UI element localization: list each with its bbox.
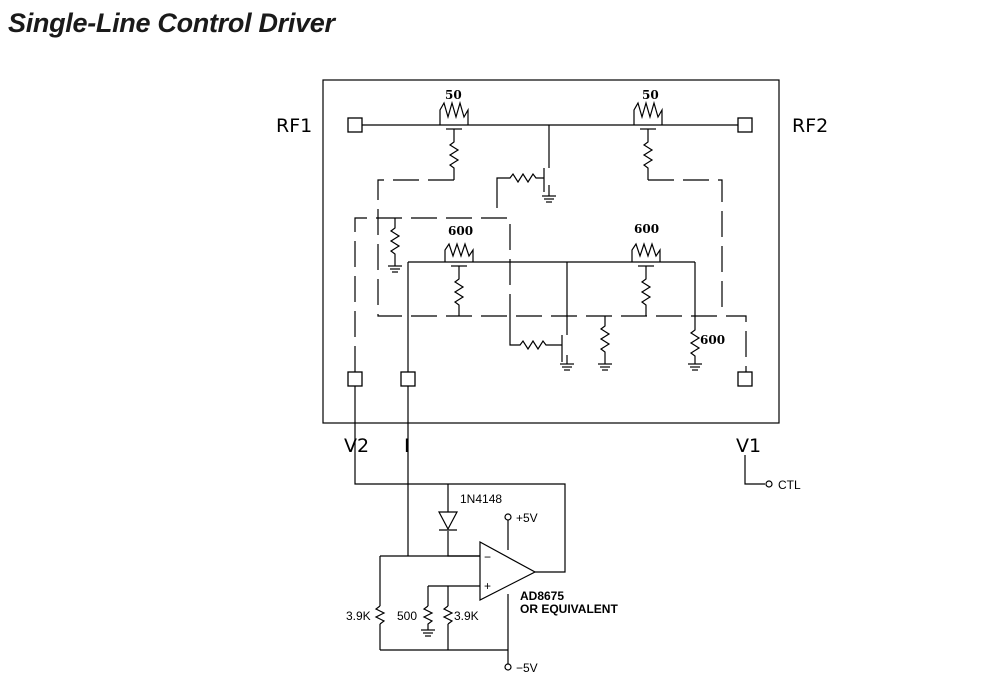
driver-resistor-left bbox=[374, 605, 386, 625]
op-amp bbox=[479, 540, 537, 601]
pos-supply-terminal bbox=[504, 513, 512, 521]
pos-supply-label: +5V bbox=[516, 511, 538, 525]
driver-r-left-label: 3.9K bbox=[346, 609, 371, 623]
shunt-fet-right bbox=[631, 242, 661, 316]
driver-wiring bbox=[354, 386, 765, 664]
bias-resistor-right bbox=[688, 320, 702, 371]
series-fet-left bbox=[439, 100, 469, 180]
diode-1n4148 bbox=[438, 511, 458, 531]
opamp-minus-label: − bbox=[484, 550, 491, 564]
opamp-plus-label: + bbox=[484, 579, 491, 593]
center-ground-resistor bbox=[598, 316, 612, 371]
neg-supply-label: −5V bbox=[516, 661, 538, 675]
resistor-value-series-left: 50 bbox=[445, 88, 462, 102]
center-shunt-fet bbox=[496, 125, 556, 208]
port-label-rf2: RF2 bbox=[792, 115, 828, 137]
pad-i bbox=[400, 371, 416, 387]
center-lower-fet bbox=[509, 262, 574, 371]
pad-rf2 bbox=[737, 117, 753, 133]
neg-supply-terminal bbox=[504, 663, 512, 671]
ctl-terminal bbox=[765, 480, 773, 488]
driver-resistor-right bbox=[442, 605, 454, 625]
port-label-v1: V1 bbox=[736, 435, 761, 457]
opamp-part-line2: OR EQUIVALENT bbox=[520, 602, 618, 616]
control-bus-dashed bbox=[354, 179, 747, 372]
resistor-value-shunt-right: 600 bbox=[634, 222, 659, 236]
package-outline bbox=[322, 79, 780, 424]
pad-v1 bbox=[737, 371, 753, 387]
resistor-value-series-right: 50 bbox=[642, 88, 659, 102]
port-label-i: I bbox=[404, 435, 410, 457]
inner-shunt-line bbox=[407, 261, 696, 372]
resistor-value-bias-right: 600 bbox=[700, 333, 725, 347]
ctl-label: CTL bbox=[778, 478, 801, 492]
series-fet-right bbox=[633, 100, 663, 180]
driver-r-mid-label: 500 bbox=[397, 609, 417, 623]
shunt-fet-left bbox=[444, 242, 474, 316]
page-title: Single-Line Control Driver bbox=[8, 8, 335, 38]
bias-resistor-left bbox=[388, 218, 402, 273]
pad-rf1 bbox=[347, 117, 363, 133]
resistor-value-shunt-left: 600 bbox=[448, 224, 473, 238]
driver-r-right-label: 3.9K bbox=[454, 609, 479, 623]
pad-v2 bbox=[347, 371, 363, 387]
diode-label: 1N4148 bbox=[460, 492, 502, 506]
port-label-v2: V2 bbox=[344, 435, 369, 457]
opamp-part-line1: AD8675 bbox=[520, 589, 564, 603]
port-label-rf1: RF1 bbox=[276, 115, 312, 137]
driver-resistor-mid bbox=[421, 605, 435, 637]
